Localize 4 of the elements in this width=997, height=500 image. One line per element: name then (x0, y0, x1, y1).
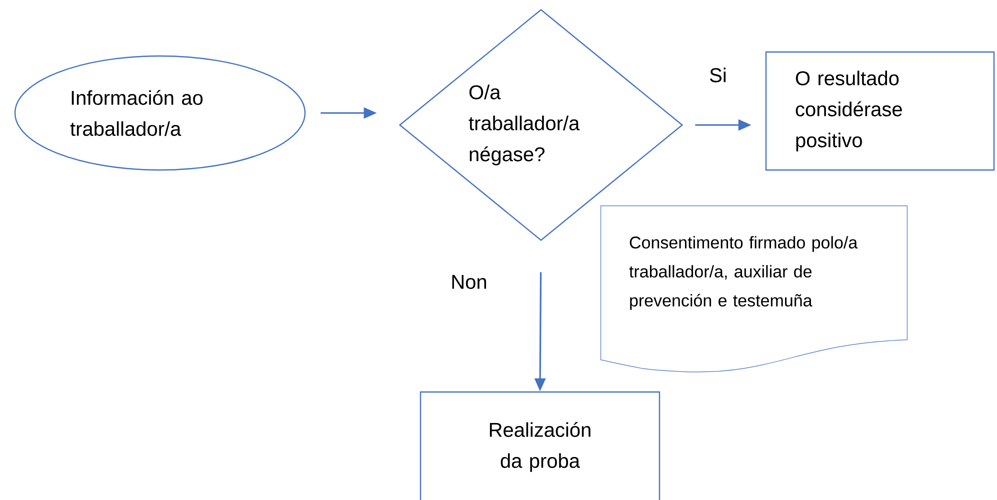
process-box: O resultado considérase positivo (765, 51, 995, 171)
edge-label: Non (450, 274, 488, 290)
process-box: Realización da proba (420, 391, 660, 500)
edge-label: Si (708, 66, 728, 84)
